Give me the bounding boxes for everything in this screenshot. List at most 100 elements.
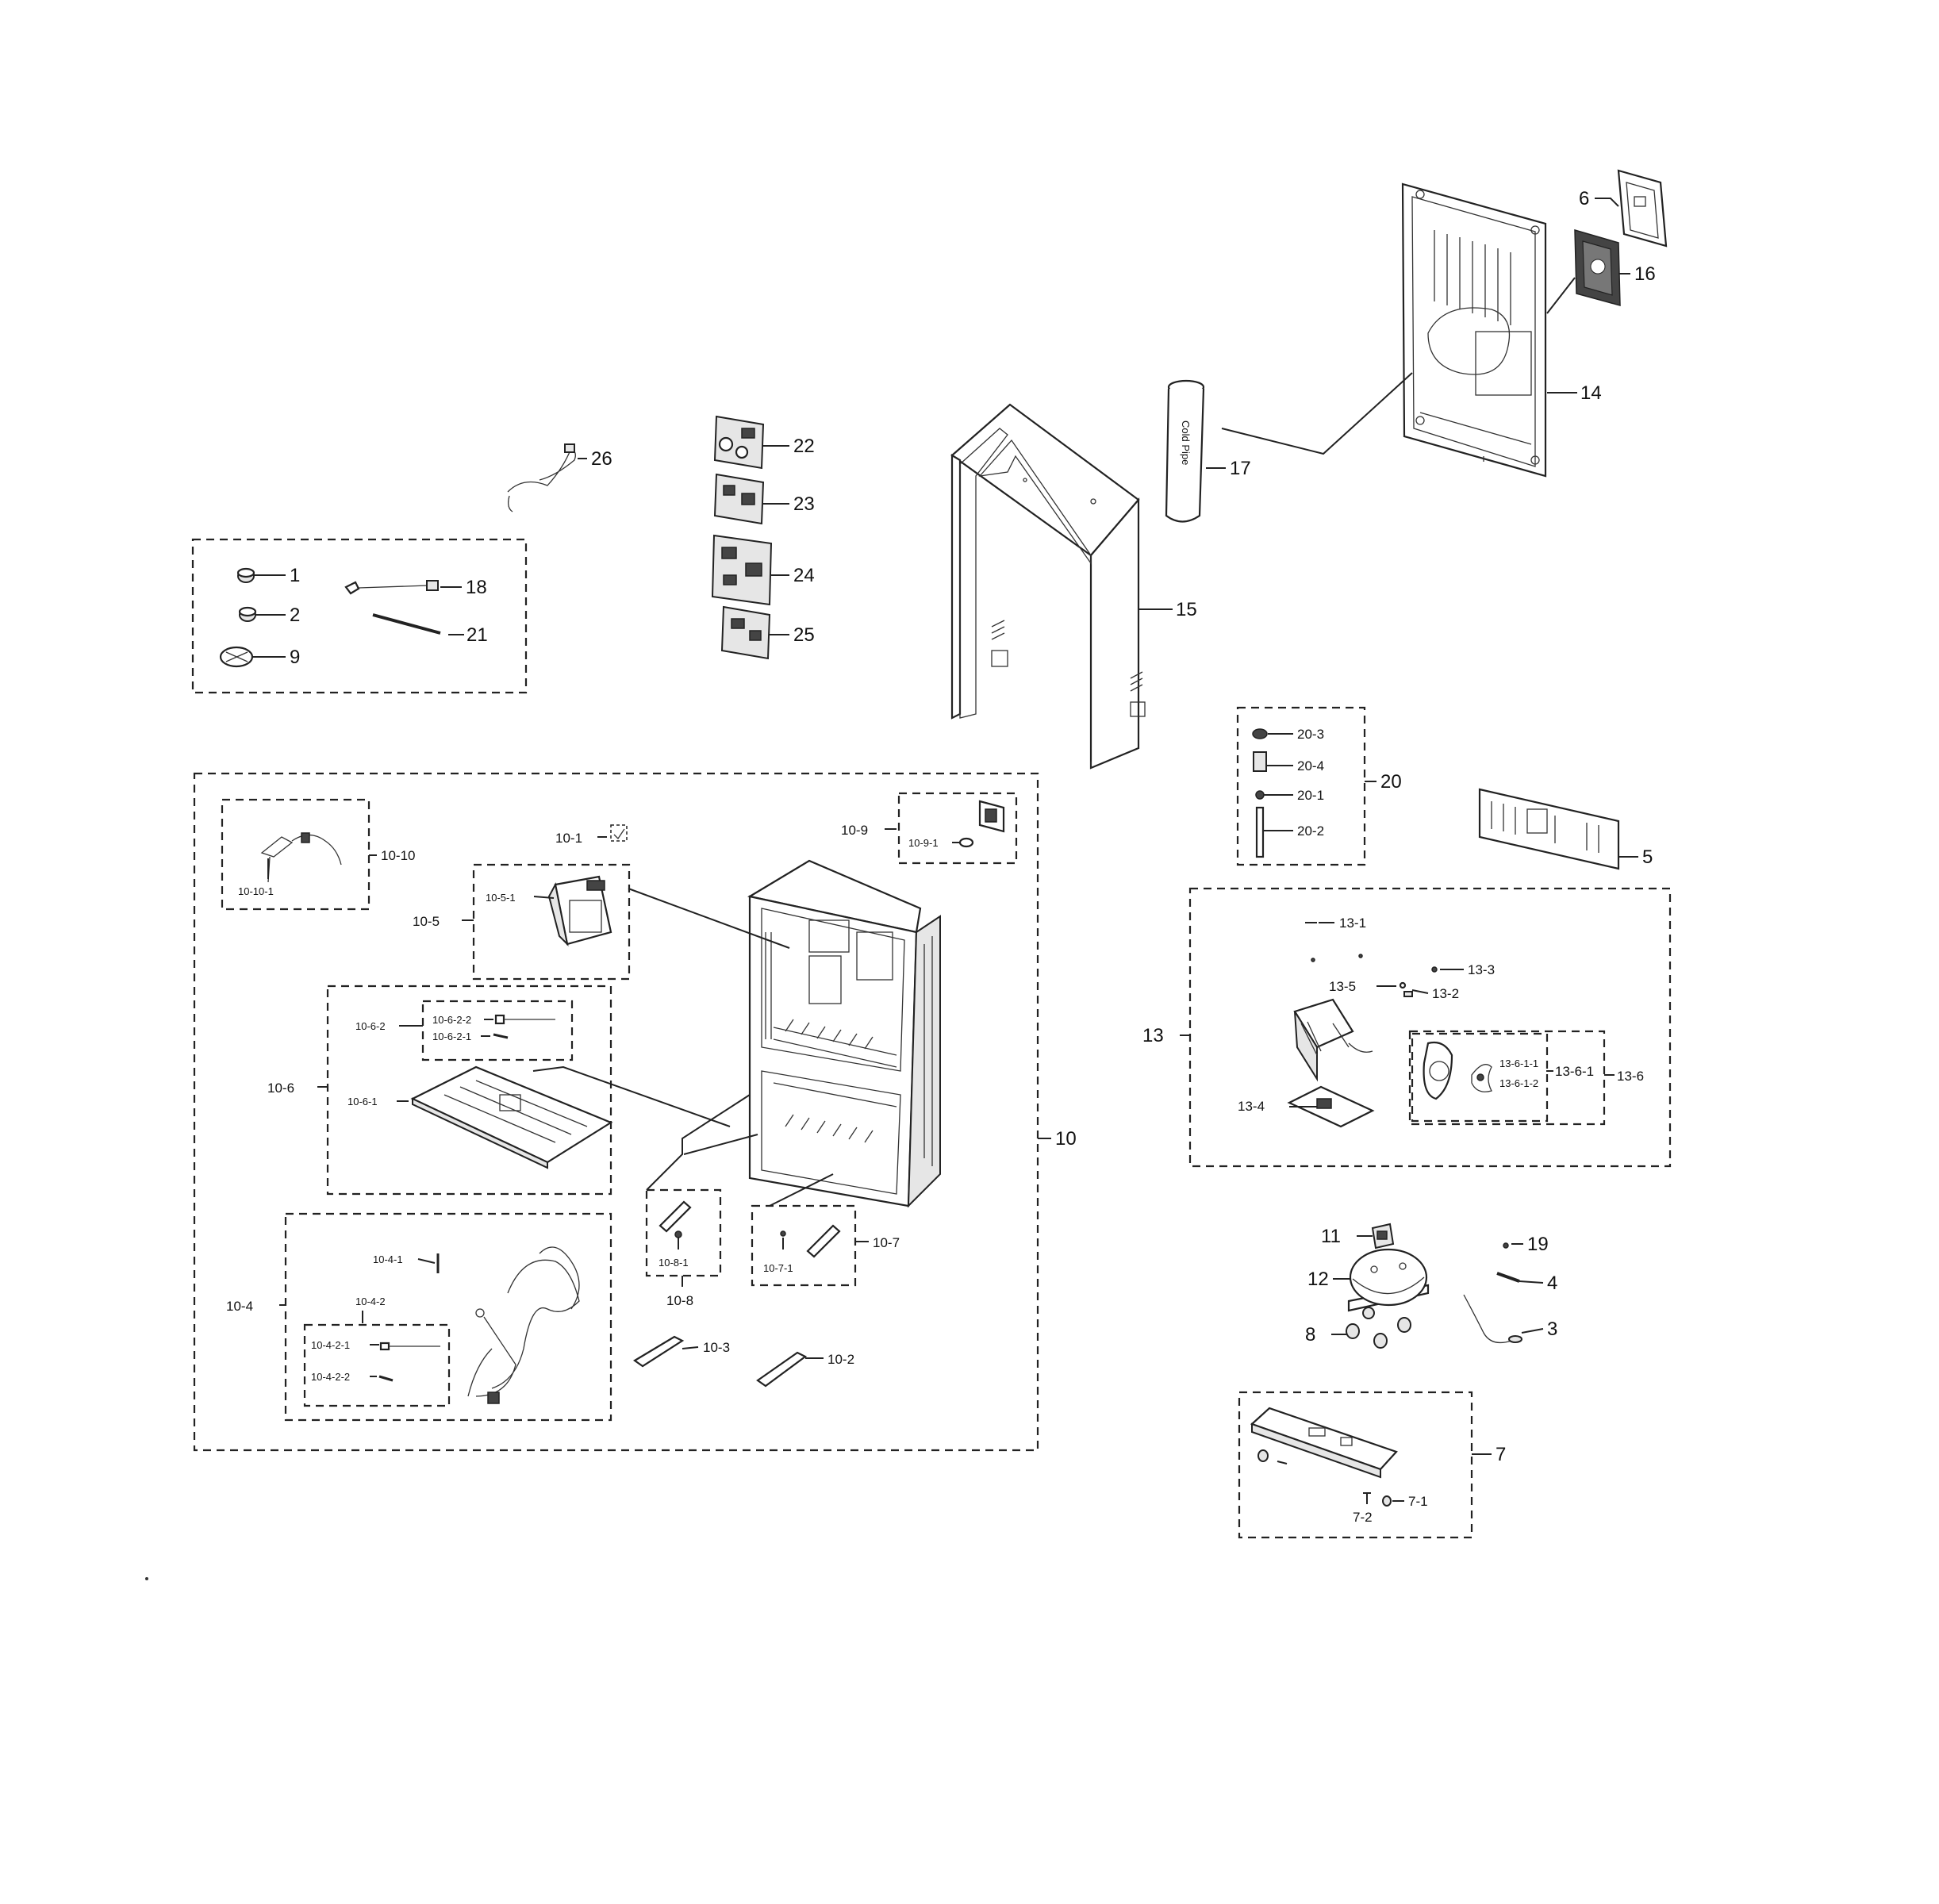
callout-4: 4 [1547,1273,1557,1294]
callout-10-10-1: 10-10-1 [238,885,274,897]
part-10-10-wire-assembly [260,832,342,883]
callout-20: 20 [1380,771,1402,793]
callout-7-2: 7-2 [1353,1510,1373,1525]
callout-26: 26 [591,448,612,470]
callout-8: 8 [1305,1324,1315,1345]
callout-3: 3 [1547,1319,1557,1340]
part-10-7-rail [780,1224,841,1258]
part-10-6-2-2-screw [494,1014,555,1025]
group-box-small-parts [191,538,528,694]
callout-10-8-1: 10-8-1 [658,1257,689,1269]
callout-25: 25 [793,624,815,646]
group-box-10-4 [284,1212,612,1422]
callout-18: 18 [466,577,487,598]
callout-6: 6 [1579,188,1589,209]
part-2-cap [238,606,257,622]
leader-lines [252,198,1638,1502]
callout-13-6-1: 13-6-1 [1555,1064,1594,1079]
callout-10-6-1: 10-6-1 [347,1096,378,1107]
part-25-pcb-board [720,605,771,660]
callout-10-6: 10-6 [267,1081,294,1096]
part-10-8-rail [658,1200,692,1238]
callout-7: 7 [1496,1444,1506,1465]
group-box-10-6 [326,985,612,1196]
callout-labels: 1 2 9 18 21 26 22 23 24 25 15 17 14 6 16… [226,188,1656,1525]
part-10-inner-cabinet [747,859,941,1208]
callout-13-4: 13-4 [1238,1099,1265,1114]
callout-13-2: 13-2 [1432,986,1459,1001]
part-7-base-plate [1250,1407,1398,1507]
part-10-6-evaporator-cover [410,1065,613,1169]
callout-20-4: 20-4 [1297,758,1324,774]
callout-16: 16 [1634,263,1656,285]
callout-2: 2 [290,605,300,626]
callout-10-4-2-1: 10-4-2-1 [311,1339,350,1351]
callout-12: 12 [1307,1269,1329,1290]
callout-24: 24 [793,565,815,586]
part-18-sensor-wire [344,580,439,595]
callout-10-10: 10-10 [381,848,415,863]
part-15-outer-cabinet-case [950,403,1146,770]
callout-1: 1 [290,565,300,586]
scan-speck [145,1577,148,1580]
group-box-20 [1236,706,1366,866]
part-9-grommet [219,646,254,668]
part-23-pcb-board [713,473,765,525]
cold-pipe-label: Cold Pipe [1180,420,1192,465]
part-13-4-fan-bracket [1287,1085,1375,1128]
part-26-wire-harness [507,443,576,512]
callout-13-6-1-2: 13-6-1-2 [1499,1077,1538,1089]
callout-10-3: 10-3 [703,1340,730,1355]
callout-20-2: 20-2 [1297,823,1324,839]
part-12-compressor [1347,1248,1430,1312]
part-5-rear-panel [1478,788,1620,870]
callout-22: 22 [793,436,815,457]
callout-10-7-1: 10-7-1 [763,1262,793,1274]
callout-10-6-2-2: 10-6-2-2 [432,1014,471,1026]
callout-21: 21 [467,624,488,646]
part-10-9-bracket [958,800,1005,848]
part-13-small-parts [1305,922,1438,997]
callout-10-4: 10-4 [226,1299,253,1314]
group-box-10-7 [751,1204,857,1287]
part-20-assembly [1252,728,1268,858]
callout-23: 23 [793,493,815,515]
group-box-10-8 [645,1188,722,1277]
group-box-13-6-1 [1411,1032,1549,1123]
callout-13-1: 13-1 [1339,916,1366,931]
callout-10-6-2: 10-6-2 [355,1020,386,1032]
callout-10: 10 [1055,1128,1077,1150]
part-6-cover-frame [1617,169,1668,248]
callout-10-7: 10-7 [873,1235,900,1250]
part-16-grille-plate [1574,228,1621,306]
callout-10-6-2-1: 10-6-2-1 [432,1031,471,1042]
callout-9: 9 [290,647,300,668]
part-13-6-1-fan-blade [1471,1064,1492,1092]
callout-10-8: 10-8 [666,1293,693,1308]
callout-10-4-2-2: 10-4-2-2 [311,1371,350,1383]
callout-14: 14 [1580,382,1602,404]
group-box-10 [193,772,1039,1452]
part-8-grommets [1346,1307,1411,1349]
part-24-pcb-board [711,534,773,606]
callout-10-1: 10-1 [555,831,582,846]
callout-10-5: 10-5 [413,914,440,929]
callout-15: 15 [1176,599,1197,620]
callout-13-3: 13-3 [1468,962,1495,977]
callout-10-4-2: 10-4-2 [355,1296,386,1307]
callout-5: 5 [1642,846,1653,868]
group-box-10-4-2 [303,1323,451,1407]
part-10-4-wire-harness [436,1246,580,1404]
part-10-3-rail [632,1335,685,1368]
part-10-4-2-2-wire [378,1375,394,1382]
callout-13-6-1-1: 13-6-1-1 [1499,1058,1538,1069]
part-13-fan-motor-assembly [1293,998,1373,1082]
part-14-rear-cover-panel [1401,182,1547,478]
callout-20-3: 20-3 [1297,727,1324,742]
callout-7-1: 7-1 [1408,1494,1428,1509]
part-22-pcb-board [713,415,765,470]
callout-13: 13 [1142,1025,1164,1046]
part-11-relay [1371,1223,1395,1250]
